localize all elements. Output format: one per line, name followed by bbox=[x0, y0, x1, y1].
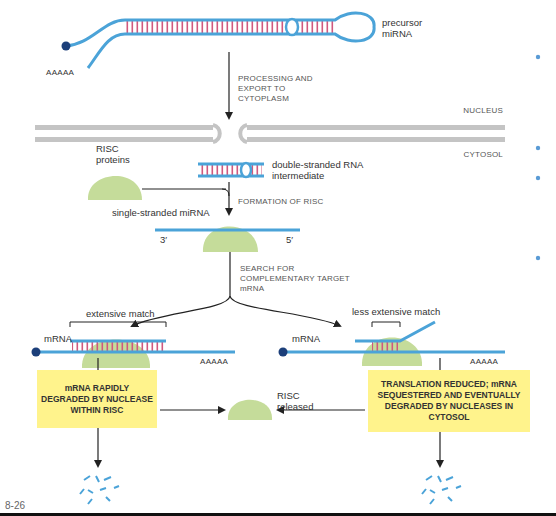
ds-rna bbox=[198, 163, 264, 177]
rna-strand bbox=[66, 13, 374, 68]
bullet bbox=[536, 146, 540, 150]
end-label: 5′ bbox=[286, 234, 293, 245]
bracket bbox=[70, 322, 166, 327]
polya-tail: AAAAA bbox=[200, 356, 228, 367]
join-line bbox=[142, 188, 226, 189]
polya-tail: AAAAA bbox=[46, 67, 74, 78]
flow-arrow bbox=[228, 52, 229, 118]
flow-arrow bbox=[228, 182, 229, 214]
mrna-strand bbox=[283, 351, 505, 354]
bracket bbox=[372, 322, 400, 327]
figure-number: 8-26 bbox=[5, 500, 25, 511]
end-label: 3′ bbox=[160, 234, 167, 245]
membrane bbox=[35, 137, 213, 142]
base-pairs bbox=[200, 165, 262, 175]
base-pairs bbox=[72, 342, 164, 351]
mirna-strand bbox=[355, 322, 435, 341]
nuclear-envelope bbox=[35, 125, 505, 142]
membrane bbox=[35, 125, 213, 130]
match-label: extensive match bbox=[86, 308, 155, 319]
cap-dot bbox=[32, 348, 41, 357]
box-text: TRANSLATION REDUCED; mRNA SEQUESTERED AN… bbox=[371, 379, 527, 423]
outcome-box: mRNA RAPIDLY DEGRADED BY NUCLEASE WITHIN… bbox=[37, 370, 157, 428]
mrna-partial bbox=[279, 322, 506, 366]
structure-label: RISC proteins bbox=[96, 143, 140, 165]
rna-fragments bbox=[80, 476, 461, 504]
risc-blob bbox=[228, 400, 272, 420]
box-text: mRNA RAPIDLY DEGRADED BY NUCLEASE WITHIN… bbox=[40, 383, 154, 416]
step-label: FORMATION OF RISC bbox=[238, 197, 323, 207]
step-label: SEARCH FOR COMPLEMENTARY TARGET mRNA bbox=[240, 264, 370, 294]
bullet bbox=[536, 55, 540, 59]
release-arrow bbox=[160, 409, 224, 410]
membrane bbox=[247, 137, 505, 142]
structure-label: precursor miRNA bbox=[382, 17, 440, 39]
pore-edge bbox=[240, 125, 247, 142]
rna-strand bbox=[198, 163, 264, 166]
region-label: CYTOSOL bbox=[440, 150, 503, 160]
branch-arrow bbox=[230, 296, 340, 326]
structure-label: single-stranded miRNA bbox=[112, 207, 210, 218]
bullet-dots bbox=[536, 55, 540, 260]
flow-line bbox=[229, 252, 230, 296]
bullet bbox=[536, 256, 540, 260]
text-stack: mRNA RAPIDLY DEGRADED BY NUCLEASE WITHIN… bbox=[40, 383, 154, 416]
pore-edge bbox=[213, 125, 220, 142]
rna-strand bbox=[198, 175, 264, 178]
base-pairs bbox=[372, 342, 398, 351]
text-stack: TRANSLATION REDUCED; mRNA SEQUESTERED AN… bbox=[371, 379, 527, 423]
join-curve bbox=[222, 189, 229, 196]
mirna-strand bbox=[70, 340, 166, 343]
mrna-extensive bbox=[32, 322, 236, 368]
cap-dot bbox=[279, 348, 288, 357]
mirna-strand bbox=[155, 229, 300, 232]
bulge bbox=[286, 19, 298, 35]
structure-label: RISC released bbox=[277, 390, 321, 412]
bullet bbox=[536, 176, 540, 180]
base-pairs bbox=[125, 21, 335, 33]
fragment-strokes bbox=[422, 476, 461, 504]
spacer bbox=[345, 430, 346, 466]
risc-blob bbox=[88, 176, 142, 200]
match-label: less extensive match bbox=[352, 306, 440, 317]
step-label: PROCESSING AND EXPORT TO CYTOPLASM bbox=[238, 74, 338, 104]
polya-tail: AAAAA bbox=[470, 356, 498, 367]
fragment-strokes bbox=[80, 476, 119, 504]
cap-dot bbox=[62, 42, 71, 51]
structure-label: double-stranded RNA intermediate bbox=[272, 159, 372, 181]
membrane bbox=[247, 125, 505, 130]
molecule-label: mRNA bbox=[44, 333, 72, 344]
molecule-label: mRNA bbox=[292, 333, 320, 344]
outcome-box: TRANSLATION REDUCED; mRNA SEQUESTERED AN… bbox=[368, 370, 530, 432]
mrna-strand bbox=[36, 351, 235, 354]
region-label: NUCLEUS bbox=[440, 106, 503, 116]
precursor-hairpin bbox=[62, 13, 375, 68]
bottom-bar bbox=[0, 513, 556, 516]
bulge bbox=[241, 163, 251, 177]
